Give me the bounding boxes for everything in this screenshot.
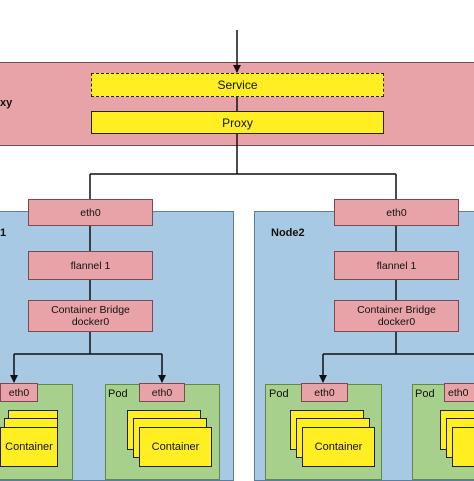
- node2-pod-right-label: Pod: [415, 388, 435, 400]
- node2-pod-left-label: Pod: [269, 388, 289, 400]
- node1-pod-left-eth0: eth0: [0, 383, 38, 402]
- proxy-band-label: xy: [0, 97, 13, 109]
- node2-eth0: eth0: [334, 199, 459, 226]
- node1-pod-right-container: Container: [139, 427, 212, 467]
- node2-pod-left-container: Container: [302, 427, 375, 467]
- node2-label: Node2: [271, 227, 305, 239]
- proxy-box: [91, 111, 384, 134]
- node1-label: 1: [0, 227, 7, 239]
- node2-pod-right-eth0: eth0: [444, 383, 474, 402]
- service-box: [91, 73, 384, 97]
- node1-pod-right-eth0: eth0: [139, 383, 185, 402]
- service-label: Service: [217, 78, 258, 92]
- node1-pod-left-container: Container: [0, 427, 58, 467]
- proxy-label: Proxy: [222, 115, 253, 130]
- node2-flannel: flannel 1: [334, 251, 459, 280]
- node2-pod-left-eth0: eth0: [301, 383, 348, 402]
- node1-pod-right-label: Pod: [108, 388, 128, 400]
- node2-container-bridge: Container Bridge docker0: [334, 300, 459, 332]
- node1-eth0: eth0: [28, 199, 153, 226]
- node1-flannel: flannel 1: [28, 251, 153, 280]
- node1-container-bridge: Container Bridge docker0: [28, 300, 153, 332]
- node2-pod-right-container: [452, 427, 474, 467]
